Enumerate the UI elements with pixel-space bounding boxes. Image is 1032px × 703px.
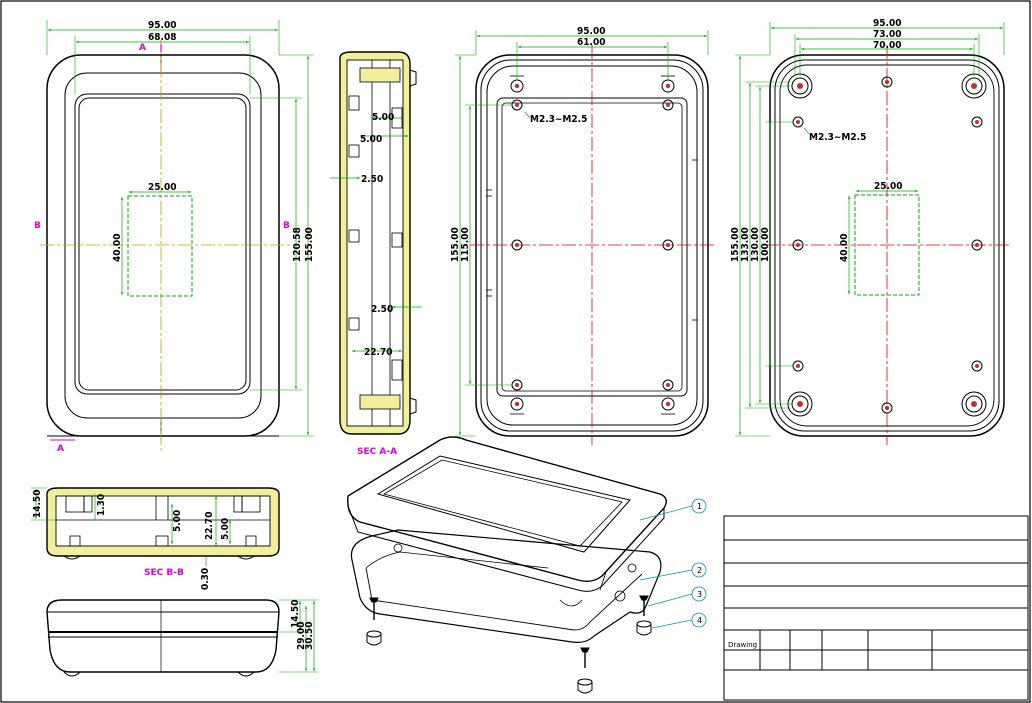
back-view (735, 22, 1010, 445)
side-d2-dim: 29.00 (296, 622, 307, 650)
aa-dim-5: 22.70 (364, 347, 392, 358)
title-block-drawing-label: Drawing (728, 641, 757, 649)
back-cutout-width-dim: 25.00 (874, 181, 902, 192)
bb-d1-dim: 5.00 (172, 510, 183, 532)
aa-dim-4: 2.50 (371, 304, 393, 315)
aa-dim-2: 5.00 (360, 134, 382, 145)
back-h1-dim: 155.00 (730, 227, 741, 262)
front-cutout-height-dim: 40.00 (112, 234, 123, 262)
bb-gap-dim: 0.30 (200, 568, 211, 590)
bb-d3-dim: 5.00 (220, 518, 231, 540)
section-bb-view (30, 487, 280, 566)
back-h4-dim: 100.00 (760, 227, 771, 262)
aa-dim-3: 2.50 (361, 174, 383, 185)
inner-screw-note: M2.3~M2.5 (530, 114, 587, 125)
front-height-dim: 155.00 (304, 227, 315, 262)
front-window-height-dim: 120.58 (292, 227, 303, 262)
back-cutout-height-dim: 40.00 (839, 234, 850, 262)
front-cutout-width-dim: 25.00 (148, 182, 176, 193)
back-h2-dim: 133.00 (740, 227, 751, 262)
exploded-view (347, 436, 707, 694)
front-width-dim: 95.00 (148, 20, 176, 31)
side-view (46, 599, 318, 677)
section-aa-label: SEC A-A (357, 447, 397, 457)
balloon-4: 4 (697, 616, 702, 625)
section-bb-label: SEC B-B (144, 568, 184, 578)
bb-height-dim: 14.50 (32, 490, 43, 518)
front-window-width-dim: 68.08 (148, 32, 176, 43)
back-w3-dim: 70.00 (873, 40, 901, 51)
back-width-dim: 95.00 (873, 18, 901, 29)
inner-width-dim: 95.00 (577, 26, 605, 37)
bb-d2-dim: 22.70 (204, 512, 215, 540)
balloon-1: 1 (697, 502, 702, 511)
back-h3-dim: 130.00 (750, 227, 761, 262)
back-screw-note: M2.3~M2.5 (809, 132, 866, 143)
balloon-2: 2 (697, 566, 702, 575)
section-mark-b-right: B (283, 221, 290, 231)
inner-height-dim: 155.00 (450, 227, 461, 262)
front-view (40, 20, 314, 450)
inner-view (455, 30, 715, 445)
section-mark-a-bottom: A (57, 444, 64, 454)
balloon-3: 3 (697, 590, 702, 599)
title-block (723, 515, 1029, 701)
aa-dim-1: 5.00 (372, 112, 394, 123)
back-w2-dim: 73.00 (873, 29, 901, 40)
side-d1-dim: 14.50 (290, 600, 301, 628)
inner-hole-span-dim: 115.00 (460, 227, 471, 262)
section-mark-b-left: B (34, 221, 41, 231)
side-d3-dim: 30.50 (304, 622, 315, 650)
bb-wall-dim: 1.30 (96, 494, 107, 516)
inner-hole-spacing-dim: 61.00 (577, 37, 605, 48)
section-aa-view (330, 51, 422, 435)
section-mark-a-top: A (139, 43, 146, 53)
